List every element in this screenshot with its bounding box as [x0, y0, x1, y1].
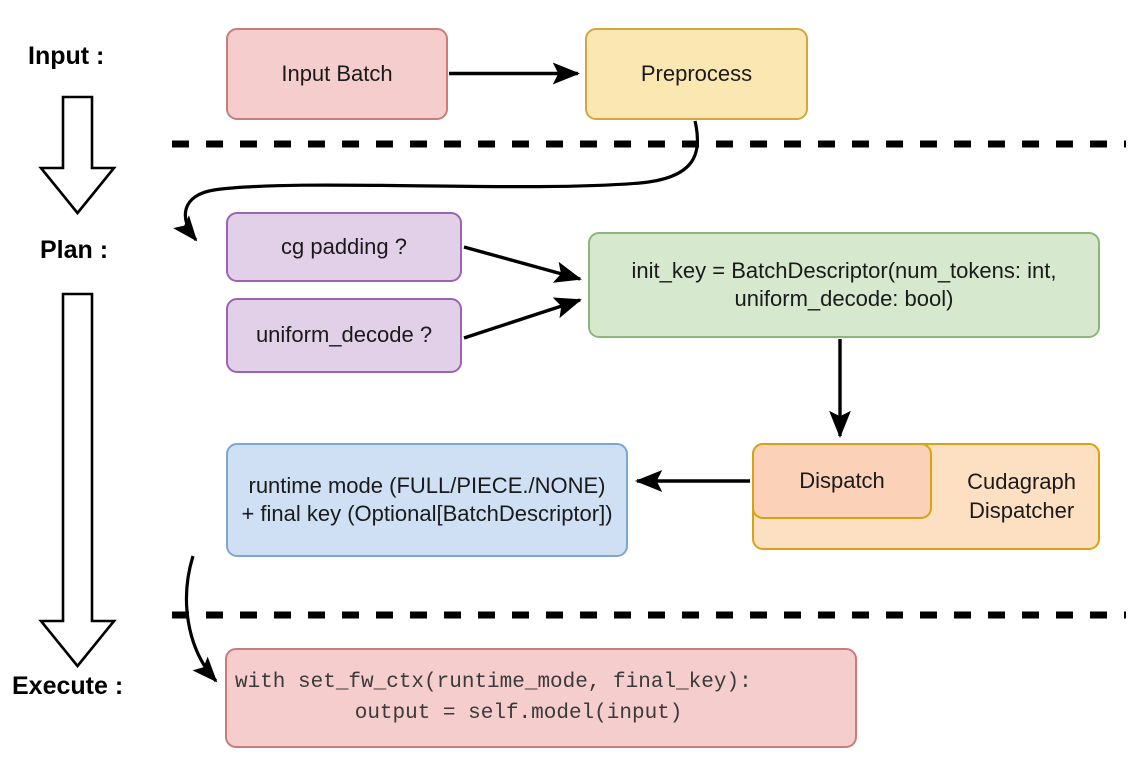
- node-execute-code-label: with set_fw_ctx(runtime_mode, final_key)…: [235, 670, 752, 726]
- node-init-key-label: init_key = BatchDescriptor(num_tokens: i…: [631, 257, 1057, 311]
- node-execute-code[interactable]: with set_fw_ctx(runtime_mode, final_key)…: [225, 648, 857, 748]
- stage-label-input: Input :: [28, 42, 105, 70]
- arrow-cg-padding-to-init-key: [463, 245, 582, 283]
- node-init-key[interactable]: init_key = BatchDescriptor(num_tokens: i…: [588, 232, 1100, 338]
- node-dispatch-label: Dispatch: [799, 467, 885, 493]
- node-uniform-decode-label: uniform_decode ?: [255, 322, 433, 348]
- node-input-batch-label: Input Batch: [281, 60, 393, 86]
- arrow-preprocess-to-cg-padding: [173, 120, 700, 242]
- node-cg-padding[interactable]: cg padding ?: [226, 212, 462, 282]
- node-dispatch[interactable]: Dispatch: [752, 443, 932, 519]
- arrow-uniform-decode-to-init-key: [463, 297, 582, 340]
- arrow-runtime-mode-to-execute-code: [184, 555, 218, 683]
- node-preprocess[interactable]: Preprocess: [585, 28, 808, 120]
- input-to-plan-block-arrow: [38, 95, 117, 216]
- stage-label-execute: Execute :: [12, 672, 124, 700]
- node-cudagraph-dispatcher-label: Cudagraph Dispatcher: [967, 469, 1076, 523]
- plan-to-execute-block-arrow: [38, 292, 117, 669]
- node-uniform-decode[interactable]: uniform_decode ?: [226, 298, 462, 373]
- stage-label-plan: Plan :: [40, 236, 109, 264]
- node-runtime-mode-label: runtime mode (FULL/PIECE./NONE) + final …: [241, 472, 613, 526]
- node-cg-padding-label: cg padding ?: [281, 233, 407, 259]
- node-preprocess-label: Preprocess: [640, 60, 753, 86]
- node-input-batch[interactable]: Input Batch: [226, 28, 448, 120]
- node-runtime-mode[interactable]: runtime mode (FULL/PIECE./NONE) + final …: [226, 443, 628, 557]
